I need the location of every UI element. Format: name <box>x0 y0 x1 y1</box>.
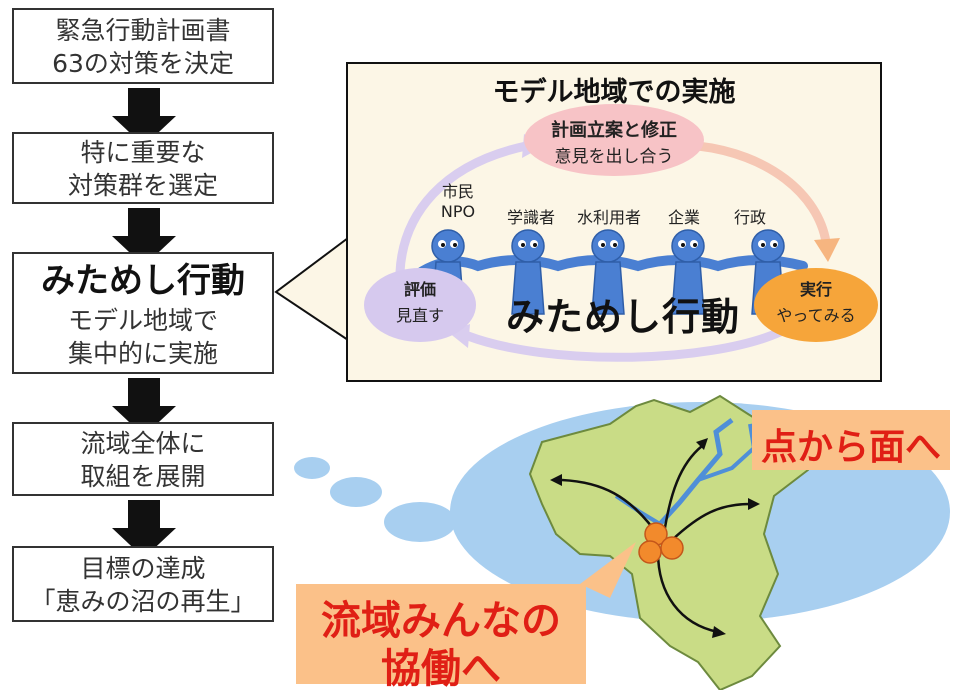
actor-company: 企業 <box>667 208 700 227</box>
plan-sub: 意見を出し合う <box>554 147 674 167</box>
mitameshi-center-text: みためし行動 <box>505 295 740 339</box>
model-region-title: モデル地域での実施 <box>492 77 736 108</box>
callout-all-collaboration-line2: 協働へ <box>381 646 501 692</box>
callout-point-to-area-text: 点から面へ <box>760 427 941 468</box>
step-goal-line1: 目標の達成 <box>80 554 206 583</box>
step-expand-line1: 流域全体に <box>80 429 206 458</box>
step-select-measures: 特に重要な 対策群を選定 <box>12 132 274 204</box>
callout-all-collaboration-line1: 流域みんなの <box>321 598 561 644</box>
step-mitameshi-line1: モデル地域で <box>67 306 218 335</box>
step-expand: 流域全体に 取組を展開 <box>12 422 274 496</box>
people-holding-hands-icon <box>413 229 808 315</box>
callout-point-to-area <box>752 410 950 470</box>
plan-label: 計画立案と修正 <box>551 120 677 141</box>
step-mitameshi-line2: 集中的に実施 <box>67 339 218 368</box>
step-expand-line2: 取組を展開 <box>80 462 206 491</box>
down-arrow-icon <box>112 88 176 146</box>
model-region-panel: モデル地域での実施 計画立案と修正 意見を出し合う 市民 NPO 学識者 水利用… <box>346 62 882 382</box>
step-select-measures-line1: 特に重要な <box>80 138 206 167</box>
execute-ellipse <box>754 268 878 342</box>
evaluate-label: 評価 <box>403 280 436 299</box>
down-arrow-icon <box>112 208 176 266</box>
step-emergency-plan-line1: 緊急行動計画書 <box>55 16 231 45</box>
step-mitameshi-title: みためし行動 <box>41 261 245 301</box>
step-select-measures-line2: 対策群を選定 <box>67 171 218 200</box>
down-arrow-icon <box>112 500 176 558</box>
execute-sub: やってみる <box>776 306 856 325</box>
step-mitameshi: みためし行動 モデル地域で 集中的に実施 <box>12 252 274 374</box>
actor-water-user: 水利用者 <box>576 208 641 227</box>
evaluate-ellipse <box>364 268 476 342</box>
actor-government: 行政 <box>733 208 766 227</box>
actor-citizen: 市民 NPO <box>440 182 476 221</box>
callout-pointer <box>274 236 350 342</box>
callout-all-collaboration <box>296 584 586 684</box>
down-arrow-icon <box>112 378 176 436</box>
plan-ellipse <box>524 104 704 176</box>
step-goal-line2: 「恵みの沼の再生」 <box>30 587 256 616</box>
execute-label: 実行 <box>799 280 832 299</box>
step-emergency-plan-line2: 63の対策を決定 <box>52 49 234 78</box>
evaluate-sub: 見直す <box>395 306 444 325</box>
actor-academic: 学識者 <box>506 208 555 227</box>
step-goal: 目標の達成 「恵みの沼の再生」 <box>12 546 274 622</box>
step-emergency-plan: 緊急行動計画書 63の対策を決定 <box>12 8 274 84</box>
